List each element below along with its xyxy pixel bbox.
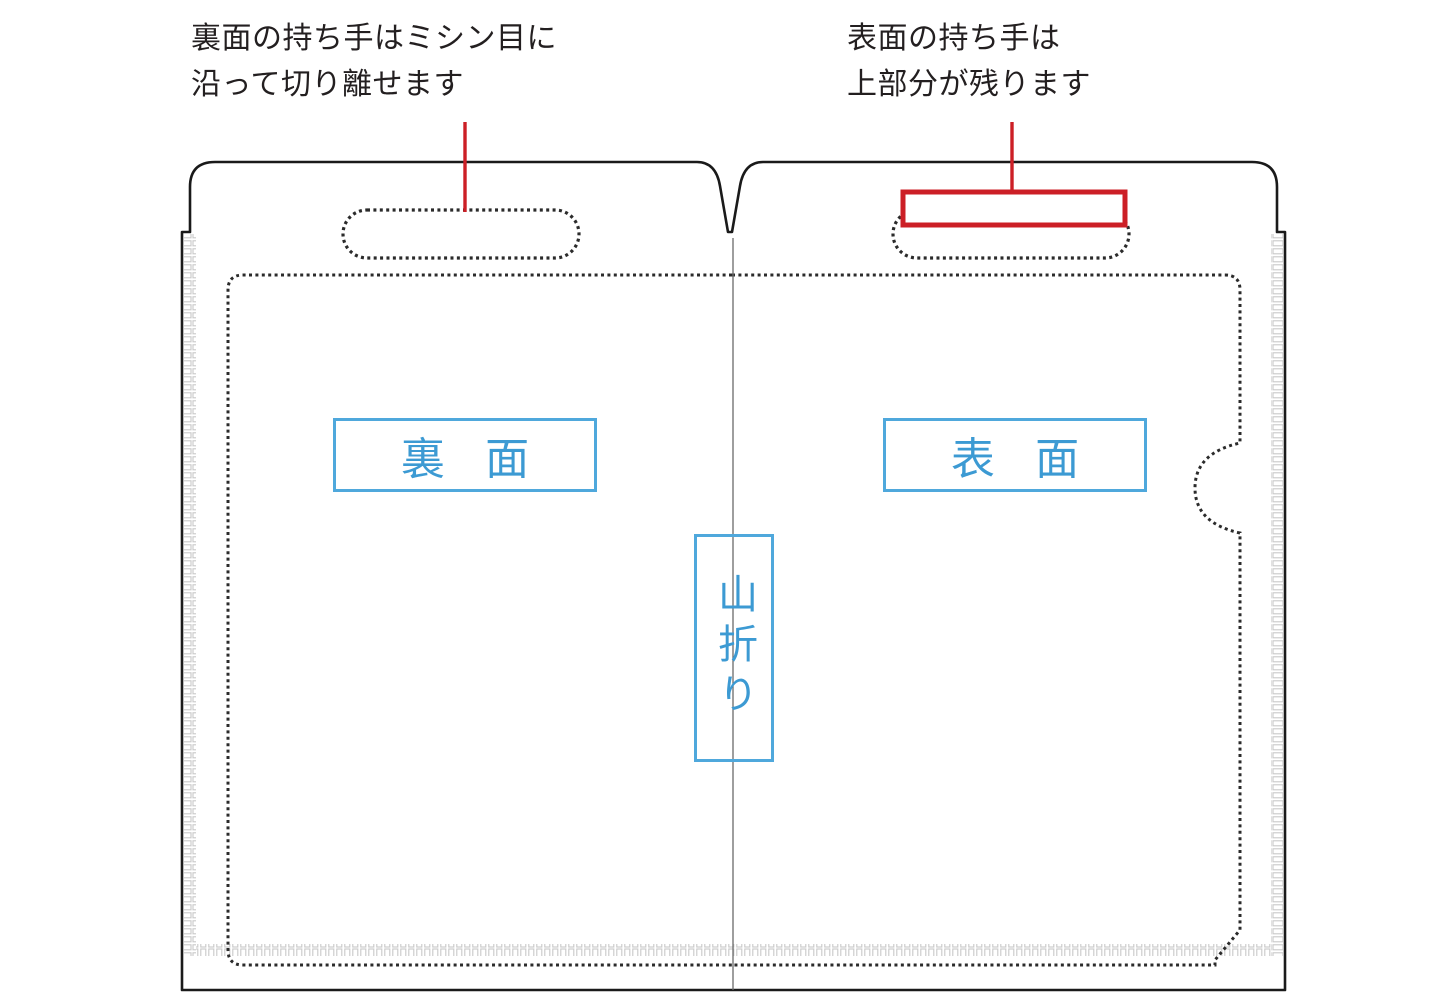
label-front-face: 表 面 (950, 435, 1094, 484)
annotation-back-handle: 裏面の持ち手はミシン目に 沿って切り離せます (191, 22, 557, 101)
label-box-back-face: 裏 面 (333, 418, 597, 492)
label-back-face: 裏 面 (400, 435, 544, 484)
inner-perforation-boundary (226, 273, 1242, 967)
annotation-front-handle: 表面の持ち手は 上部分が残ります (847, 22, 1091, 101)
left-welded-seam (184, 234, 196, 956)
label-mountain-fold: 山折り (712, 573, 756, 723)
front-handle-remaining-top-highlight (900, 189, 1128, 228)
label-box-mountain-fold: 山折り (694, 534, 774, 762)
label-box-front-face: 表 面 (883, 418, 1147, 492)
back-handle-perforated (341, 208, 581, 260)
right-welded-seam (1271, 234, 1283, 956)
